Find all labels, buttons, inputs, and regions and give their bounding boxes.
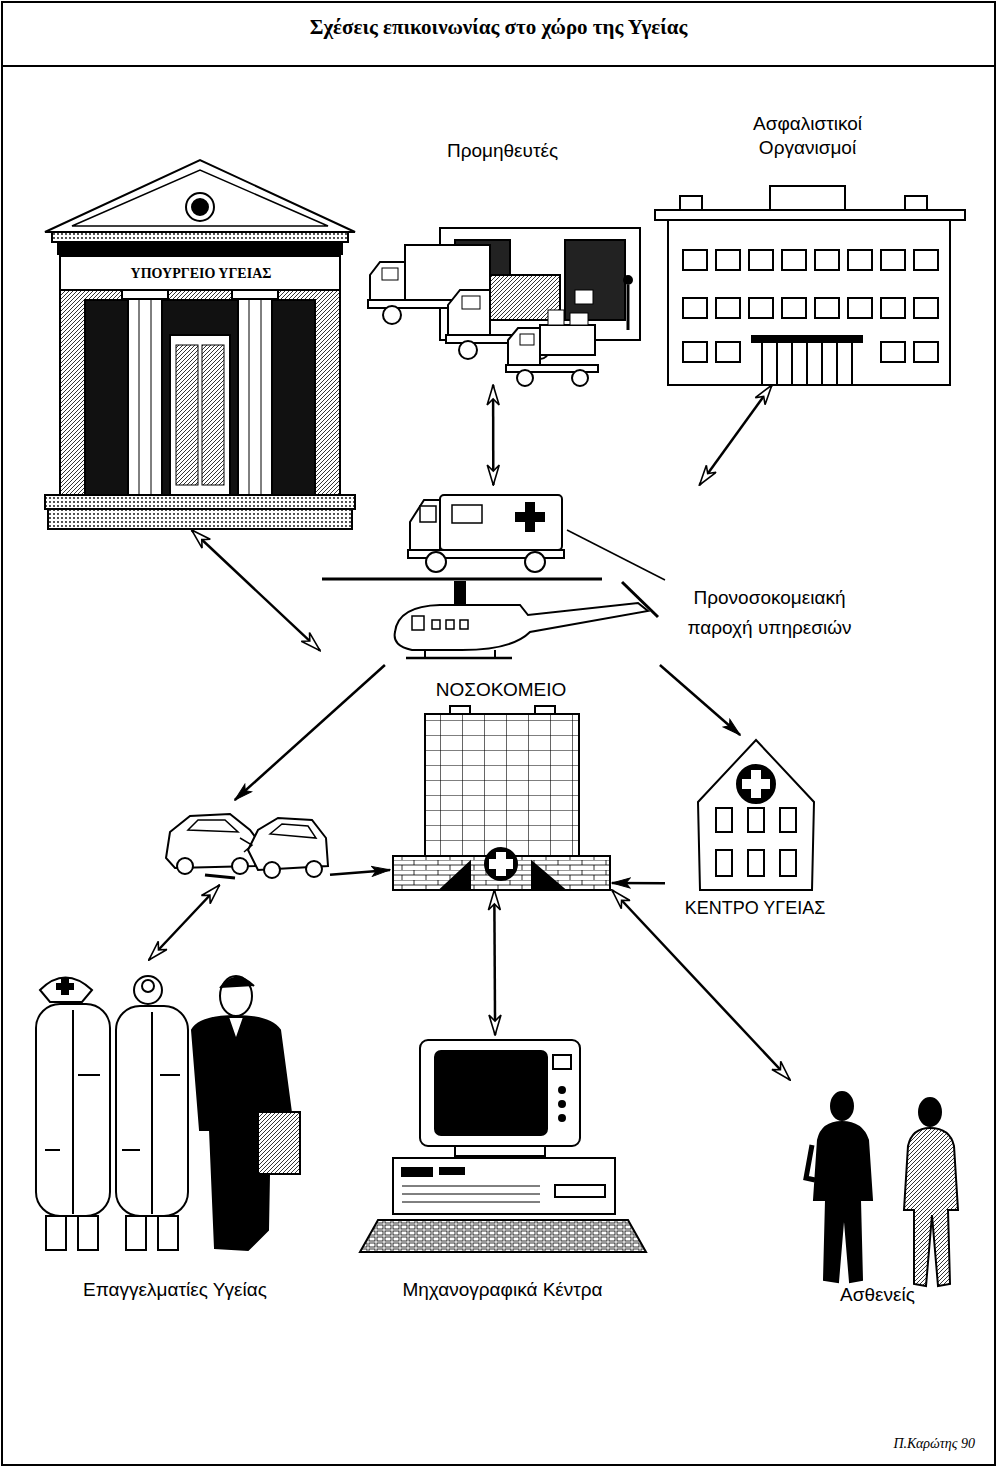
- illustrated-node: ΚΕΝΤΡΟ ΥΓΕΙΑΣ: [665, 735, 845, 925]
- connector: [612, 890, 790, 1080]
- connector: [235, 665, 385, 800]
- connector: [612, 882, 665, 885]
- health-professionals: [36, 976, 300, 1250]
- node-label: ΥΠΟΥΡΓΕΙΟ ΥΓΕΙΑΣ: [60, 257, 342, 291]
- node-label: Ασθενείς: [790, 1283, 965, 1307]
- ambulance-helicopter: [322, 495, 665, 658]
- illustrated-node: ΥΠΟΥΡΓΕΙΟ ΥΓΕΙΑΣ: [45, 160, 357, 530]
- node-label: Επαγγελματίες Υγείας: [30, 1278, 320, 1302]
- connector: [330, 870, 390, 875]
- illustrated-node: Προνοσοκομειακή παροχή υπηρεσιών: [320, 485, 870, 665]
- node-label: ΚΕΝΤΡΟ ΥΓΕΙΑΣ: [665, 897, 845, 920]
- car-accident: [166, 814, 328, 878]
- node-label: Μηχανογραφικά Κέντρα: [355, 1278, 650, 1302]
- illustrated-node: Μηχανογραφικά Κέντρα: [355, 1035, 650, 1305]
- diagram-title: Σχέσεις επικοινωνίας στο χώρο της Υγείας: [10, 14, 987, 41]
- health-centre-building: [698, 740, 814, 890]
- node-label: Ασφαλιστικοί Οργανισμοί: [725, 112, 890, 160]
- illustrated-node: [160, 800, 330, 885]
- computer: [360, 1040, 646, 1252]
- connector: [660, 665, 740, 735]
- illustrated-node: Ασφαλιστικοί Οργανισμοί: [650, 108, 965, 385]
- node-label: ΝΟΣΟΚΟΜΕΙΟ: [390, 678, 612, 702]
- connector: [149, 885, 220, 960]
- signature: Π.Καρώτης 90: [893, 1436, 975, 1453]
- node-label: Προμηθευτές: [360, 139, 645, 163]
- illustrated-node: Ασθενείς: [790, 1080, 965, 1310]
- illustrated-node: ΝΟΣΟΚΟΜΕΙΟ: [390, 678, 612, 890]
- hospital-building: [393, 706, 610, 890]
- connector: [492, 385, 495, 485]
- insurance-building: [655, 186, 965, 385]
- connector: [493, 890, 496, 1035]
- suppliers-trucks: [368, 228, 640, 386]
- ministry-building: [45, 160, 355, 529]
- illustrated-node: Επαγγελματίες Υγείας: [30, 960, 320, 1305]
- connector: [700, 385, 772, 485]
- patients: [806, 1092, 958, 1286]
- node-label: Προνοσοκομειακή παροχή υπηρεσιών: [672, 583, 867, 643]
- illustrated-node: Προμηθευτές: [360, 135, 645, 385]
- connector: [192, 530, 320, 651]
